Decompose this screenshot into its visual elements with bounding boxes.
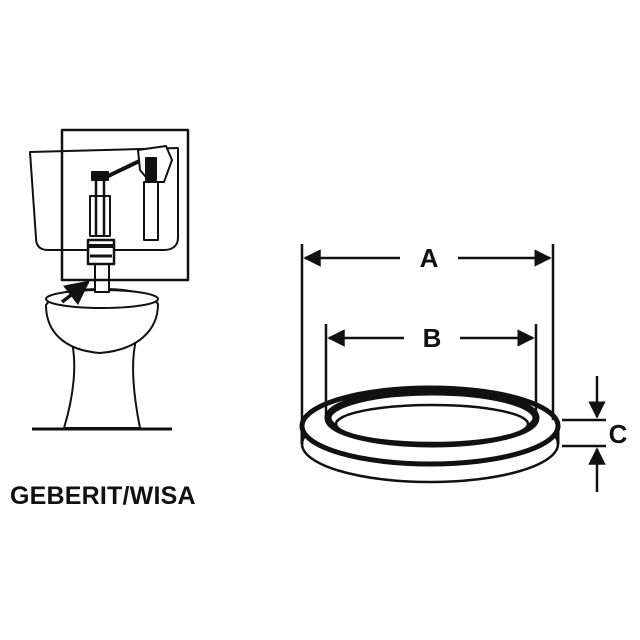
seal-pointer-arrow-icon <box>60 280 90 306</box>
flush-valve-column <box>89 195 111 237</box>
toilet-icon <box>29 128 190 431</box>
dimension-a <box>300 244 555 420</box>
dimension-c-label: C <box>609 419 628 449</box>
dimension-b <box>324 324 538 418</box>
toilet-pedestal <box>63 334 141 429</box>
seal-ring-icon <box>299 385 561 484</box>
ring-inner-lower <box>334 403 530 445</box>
flush-pipe <box>94 261 110 293</box>
dimension-a-label: A <box>420 243 439 273</box>
brand-label: GEBERIT/WISA <box>10 482 196 510</box>
fill-valve-shaft <box>143 181 159 241</box>
highlight-box <box>60 128 190 282</box>
dimension-b-label: B <box>423 323 442 353</box>
seal-location <box>86 238 116 266</box>
dimension-c <box>562 376 606 492</box>
